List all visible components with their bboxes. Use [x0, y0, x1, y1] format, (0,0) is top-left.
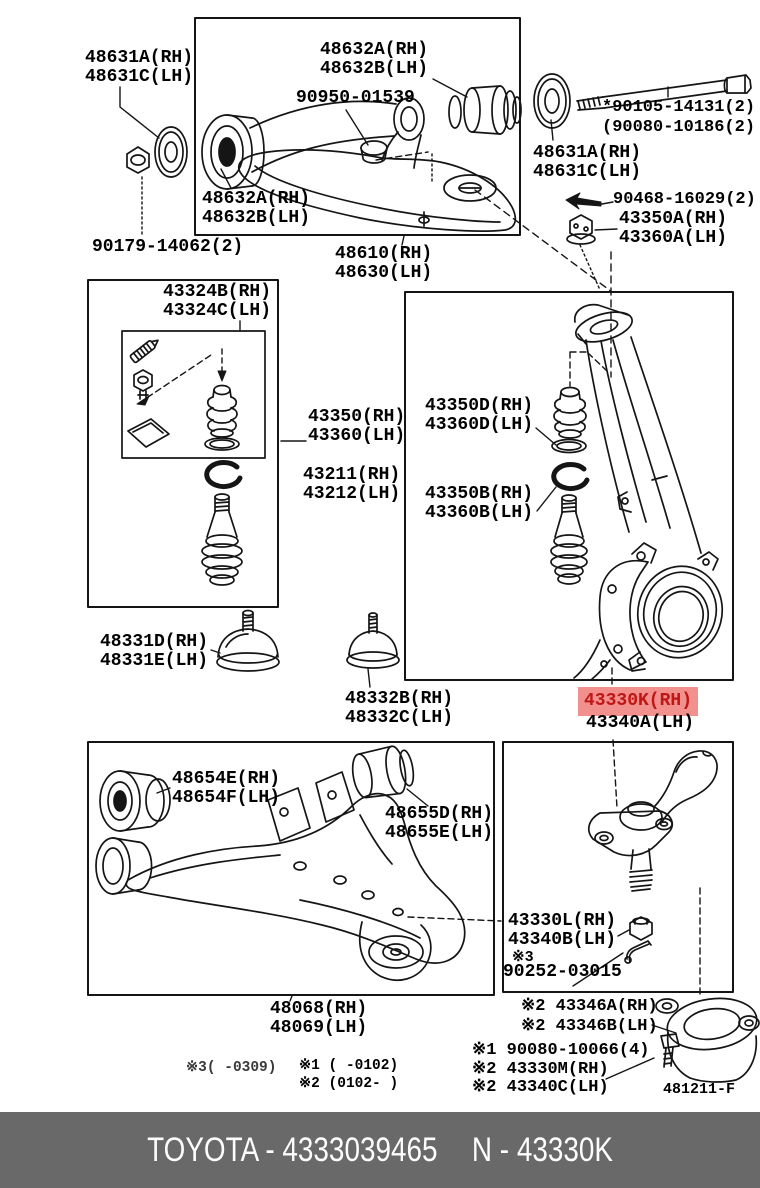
- upper-arm-nut-drawing: [126, 146, 150, 174]
- lower-ball-joint-drawing: [587, 750, 718, 892]
- bump-stop-a-drawing: [216, 609, 280, 672]
- upper-bj-kit-box: [121, 330, 266, 459]
- part-label-48331d[interactable]: 48331D(RH) 48331E(LH): [100, 632, 209, 671]
- construction-lines: [136, 151, 701, 998]
- upper-bj-box: [87, 279, 279, 608]
- date-note-2: ※2 (0102- ): [299, 1076, 399, 1092]
- lower-arm-box: [87, 741, 495, 996]
- dust-cover-upper-drawing: [551, 386, 587, 454]
- part-label-90468[interactable]: 90468-16029(2): [613, 190, 756, 209]
- part-label-90950[interactable]: 90950-01539: [296, 88, 415, 108]
- date-note-3: ※3( -0309): [186, 1060, 277, 1076]
- cotter-pin-drawing: [624, 940, 652, 964]
- part-label-48655d[interactable]: 48655D(RH) 48655E(LH): [385, 804, 494, 843]
- upper-arm-washer-left-drawing: [154, 126, 188, 178]
- part-label-48654e[interactable]: 48654E(RH) 48654F(LH): [172, 769, 281, 808]
- upper-arm-front-bushing-drawing: [448, 85, 522, 135]
- part-label-43340a[interactable]: 43340A(LH): [586, 713, 695, 733]
- upper-bj-nut-drawing: [566, 214, 596, 245]
- footer-part-code: N - 43330K: [471, 1130, 613, 1169]
- footer-bar: TOYOTA - 4333039465 N - 43330K: [0, 1112, 760, 1188]
- part-label-90080-group[interactable]: ※1 90080-10066(4) ※2 43330M(RH) ※2 43340…: [472, 1041, 650, 1097]
- upper-control-arm-drawing: [201, 97, 517, 232]
- snap-ring-upper-drawing: [204, 460, 243, 489]
- castle-nut-drawing: [629, 916, 653, 941]
- upper-arm-washer-right-drawing: [533, 73, 571, 129]
- part-label-90179[interactable]: 90179-14062(2): [92, 237, 244, 257]
- part-label-43330l[interactable]: 43330L(RH) 43340B(LH): [508, 911, 617, 950]
- leader-lines: [119, 78, 677, 1080]
- lower-control-arm-drawing: [95, 745, 466, 981]
- group-boxes: [87, 17, 734, 996]
- upper-arm-box: [194, 17, 521, 236]
- part-label-48631a-right[interactable]: 48631A(RH) 48631C(LH): [533, 143, 642, 182]
- part-label-90252[interactable]: 90252-03015: [503, 962, 622, 982]
- lower-bj-box: [502, 741, 734, 993]
- date-note-1: ※1 ( -0102): [299, 1058, 399, 1074]
- clip-drawing: [565, 192, 602, 210]
- part-label-43350a[interactable]: 43350A(RH) 43360A(LH): [619, 209, 728, 248]
- cover-bolt-drawing: [660, 1033, 680, 1068]
- footnote-mark-3: ※3: [512, 949, 534, 966]
- knuckle-ball-stud-drawing: [550, 494, 588, 585]
- through-bolt-drawing: [576, 74, 752, 111]
- figure-code: 481211-F: [663, 1081, 736, 1098]
- part-label-90105-bolt[interactable]: *90105-14131(2) (90080-10186(2): [602, 98, 756, 137]
- part-label-43330k-highlighted[interactable]: 43330K(RH): [578, 687, 699, 716]
- diagram-art: [87, 17, 760, 1083]
- upper-ball-joint-drawing: [201, 493, 243, 586]
- steering-knuckle-drawing: [573, 303, 724, 680]
- part-label-43324b[interactable]: 43324B(RH) 43324C(LH): [163, 282, 272, 321]
- part-label-48610[interactable]: 48610(RH) 48630(LH): [335, 244, 433, 283]
- knuckle-box: [404, 291, 734, 681]
- part-label-48631a-tl[interactable]: 48631A(RH) 48631C(LH): [85, 48, 194, 87]
- part-label-48632a-top[interactable]: 48632A(RH) 48632B(LH): [320, 40, 429, 79]
- part-label-48632a-in[interactable]: 48632A(RH) 48632B(LH): [202, 189, 311, 228]
- bj-kit-drawing: [127, 339, 240, 451]
- part-label-43350[interactable]: 43350(RH) 43360(LH): [308, 407, 406, 446]
- part-label-43211[interactable]: 43211(RH) 43212(LH): [303, 465, 401, 504]
- lower-dust-cover-drawing: [655, 997, 760, 1083]
- part-label-43350d[interactable]: 43350D(RH) 43360D(LH): [425, 396, 534, 435]
- snap-ring-knuckle-drawing: [551, 462, 590, 491]
- footer-part-number: TOYOTA - 4333039465: [147, 1130, 438, 1169]
- part-label-48068[interactable]: 48068(RH) 48069(LH): [270, 999, 368, 1038]
- camber-cam-drawing: [360, 140, 388, 164]
- part-label-43346a[interactable]: ※2 43346A(RH) ※2 43346B(LH): [521, 997, 658, 1036]
- part-label-48332b[interactable]: 48332B(RH) 48332C(LH): [345, 689, 454, 728]
- bump-stop-b-drawing: [346, 612, 400, 669]
- part-label-43350b[interactable]: 43350B(RH) 43360B(LH): [425, 484, 534, 523]
